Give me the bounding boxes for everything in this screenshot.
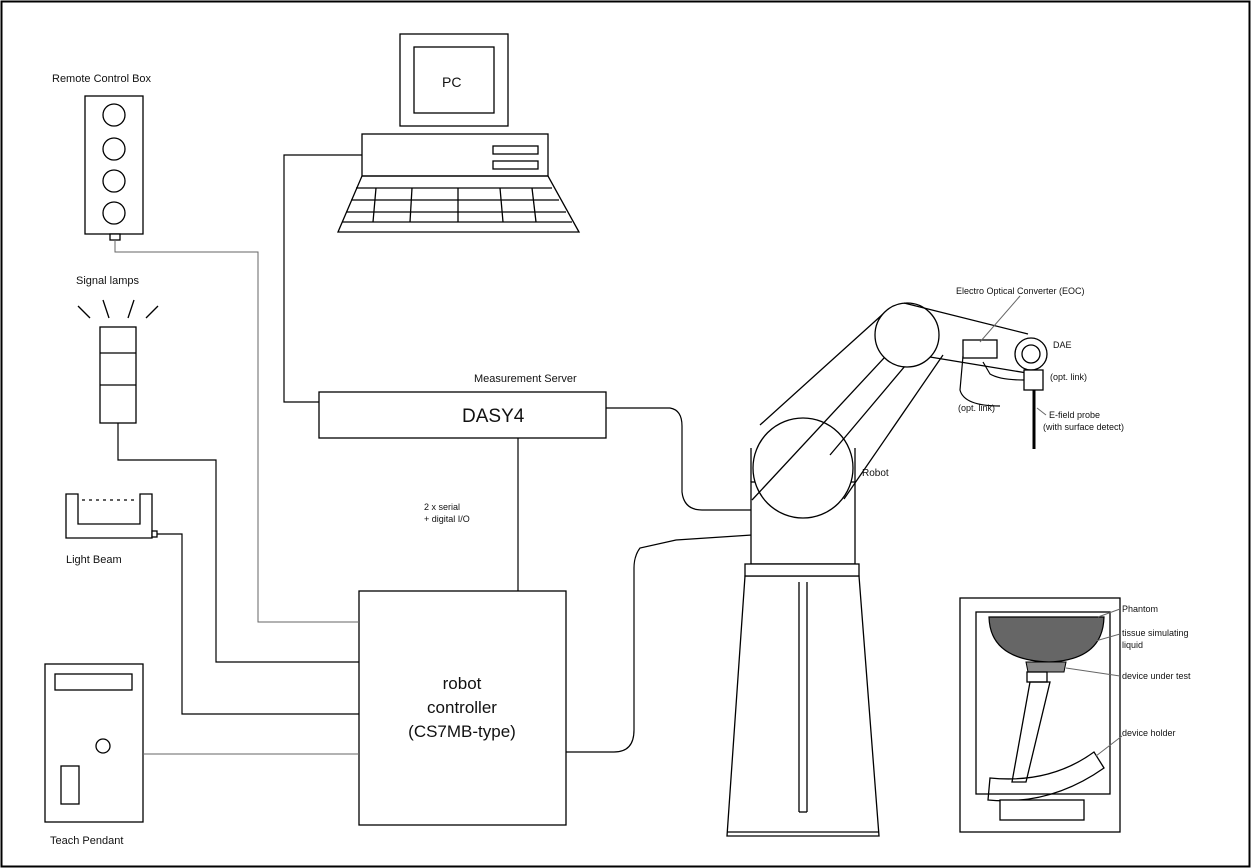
robot-label: Robot <box>862 468 889 479</box>
eoc-label: Electro Optical Converter (EOC) <box>956 286 1085 296</box>
device-under-test-label: device under test <box>1122 671 1191 681</box>
signal-lamps-label: Signal lamps <box>76 275 139 287</box>
robot-controller-label-3: (CS7MB-type) <box>408 722 516 741</box>
probe-label-1: E-field probe <box>1049 410 1100 420</box>
measurement-server-box <box>318 391 607 439</box>
connection-wires <box>114 154 753 755</box>
opt-link-right-label: (opt. link) <box>1050 372 1087 382</box>
tissue-label-2: liquid <box>1122 640 1143 650</box>
pc-computer <box>337 33 581 233</box>
remote-control-box <box>84 95 144 241</box>
opt-link-left-label: (opt. link) <box>958 403 995 413</box>
serial-label-1: 2 x serial <box>424 502 460 512</box>
pc-label: PC <box>442 74 461 90</box>
phantom-setup <box>959 597 1121 833</box>
robot <box>726 302 1048 837</box>
serial-label-2: + digital I/O <box>424 514 470 524</box>
dasy4-label: DASY4 <box>462 406 525 427</box>
teach-pendant <box>44 663 144 823</box>
tissue-label-1: tissue simulating <box>1122 628 1189 638</box>
robot-controller-label-1: robot <box>443 674 482 693</box>
phantom-label: Phantom <box>1122 604 1158 614</box>
device-under-test <box>1025 661 1067 673</box>
dae-label: DAE <box>1053 340 1072 350</box>
light-beam-label: Light Beam <box>66 554 122 566</box>
remote-control-box-label: Remote Control Box <box>52 73 152 85</box>
device-holder-label: device holder <box>1122 728 1176 738</box>
robot-controller-box <box>358 590 567 826</box>
probe-label-2: (with surface detect) <box>1043 422 1124 432</box>
teach-pendant-label: Teach Pendant <box>50 835 123 847</box>
measurement-server-label: Measurement Server <box>474 373 577 385</box>
robot-controller-label-2: controller <box>427 698 497 717</box>
